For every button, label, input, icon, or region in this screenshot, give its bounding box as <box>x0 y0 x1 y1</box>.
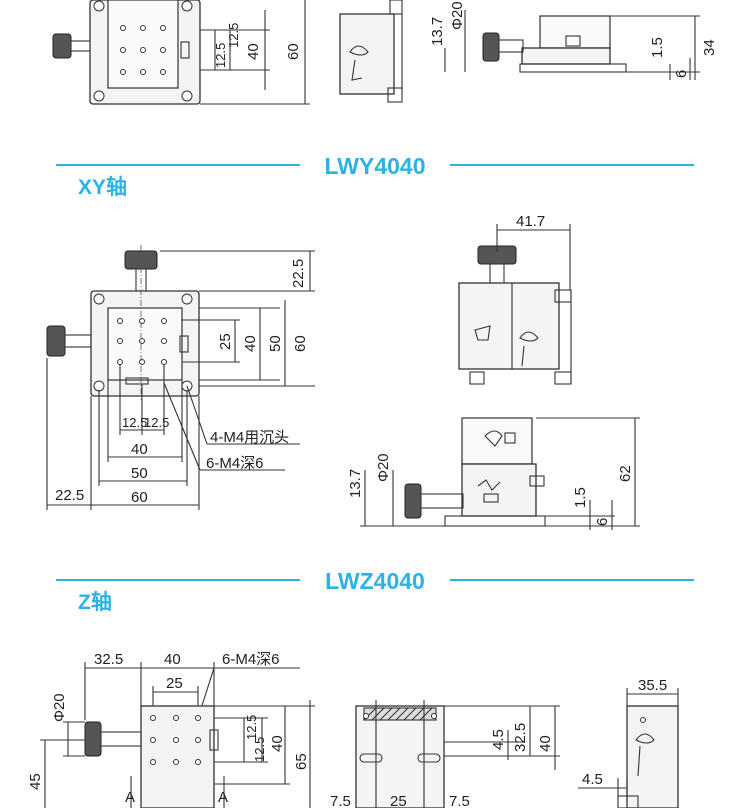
knob-icon <box>52 33 72 59</box>
section-header-xy: LWY4040 XY轴 <box>56 153 694 199</box>
dim-label: 22.5 <box>290 259 307 288</box>
knob-icon <box>404 483 422 519</box>
dim-label: 13.7 <box>347 469 364 498</box>
dim-label: 40 <box>537 735 554 752</box>
dim-label: 40 <box>131 441 148 458</box>
dim-label: Φ20 <box>375 453 392 482</box>
dim-label: 40 <box>245 43 262 60</box>
knob-icon <box>84 721 102 757</box>
stage-plate <box>140 705 215 808</box>
mounting-holes <box>150 715 201 765</box>
dim-label: 12.5 <box>213 43 228 68</box>
z-front-view: 32.5 40 25 6-M4深6 Φ20 45 12.5 12.5 40 <box>27 651 315 808</box>
knob-icon <box>46 325 66 357</box>
dim-label: 35.5 <box>638 677 667 694</box>
dim-label: 12.5 <box>226 23 241 48</box>
section-mark: A <box>125 789 135 806</box>
section-header-z: LWZ4040 Z轴 <box>56 568 694 614</box>
dim-label: 50 <box>267 335 284 352</box>
dim-label: 60 <box>131 489 148 506</box>
dim-label: 32.5 <box>94 651 123 668</box>
dim-label: 65 <box>293 753 310 770</box>
dim-label: 6 <box>594 518 611 526</box>
dim-label: 12.5 <box>144 415 169 430</box>
dim-label: 25 <box>390 793 407 808</box>
dim-label: 1.5 <box>649 37 666 58</box>
xy-side-view: 41.7 <box>458 213 572 385</box>
dim-label: 40 <box>242 335 259 352</box>
axis-label: XY轴 <box>78 175 127 199</box>
dim-label: 7.5 <box>330 793 351 808</box>
dim-label: 25 <box>166 675 183 692</box>
dim-label: 60 <box>285 43 302 60</box>
dim-label: 60 <box>292 335 309 352</box>
dim-label: 40 <box>164 651 181 668</box>
dim-label: 41.7 <box>516 213 545 230</box>
dim-label: 25 <box>217 333 234 350</box>
mounting-holes <box>120 25 166 75</box>
callout-label: 6-M4深6 <box>222 651 280 668</box>
callout-label: 4-M4用沉头 <box>210 429 289 446</box>
dim-label: 4.5 <box>582 771 603 788</box>
section-mark: A <box>218 789 228 806</box>
dim-label: Φ20 <box>449 1 466 30</box>
dim-label: 40 <box>269 735 286 752</box>
top-section: 12.5 12.5 40 60 13.7 Φ20 1.5 6 34 <box>52 0 718 105</box>
xy-top-view: 22.5 25 40 50 60 12.5 12.5 40 50 60 22.5… <box>46 245 315 510</box>
dim-label: 32.5 <box>512 723 529 752</box>
callout-label: 6-M4深6 <box>206 455 264 472</box>
dim-label: 1.5 <box>572 487 589 508</box>
dim-label: 6 <box>673 70 690 78</box>
model-title: LWY4040 <box>325 153 426 179</box>
dim-label: 13.7 <box>429 17 446 46</box>
dim-label: 12.5 <box>122 415 147 430</box>
dim-label: 50 <box>131 465 148 482</box>
dim-label: 45 <box>27 773 44 790</box>
z-side-view: 35.5 4.5 <box>578 677 679 808</box>
dim-label: 62 <box>617 465 634 482</box>
dim-label: 12.5 <box>252 737 267 762</box>
dim-label: 22.5 <box>55 487 84 504</box>
z-mid-view: 4.5 32.5 40 7.5 25 7.5 <box>330 700 560 808</box>
dim-label: 12.5 <box>244 715 259 740</box>
model-title: LWZ4040 <box>325 568 425 594</box>
axis-label: Z轴 <box>78 590 112 614</box>
dim-label: Φ20 <box>51 693 68 722</box>
dim-label: 4.5 <box>490 729 507 750</box>
dim-label: 34 <box>701 39 718 56</box>
xy-front-view: 13.7 Φ20 1.5 6 62 <box>347 417 640 530</box>
dim-label: 7.5 <box>449 793 470 808</box>
